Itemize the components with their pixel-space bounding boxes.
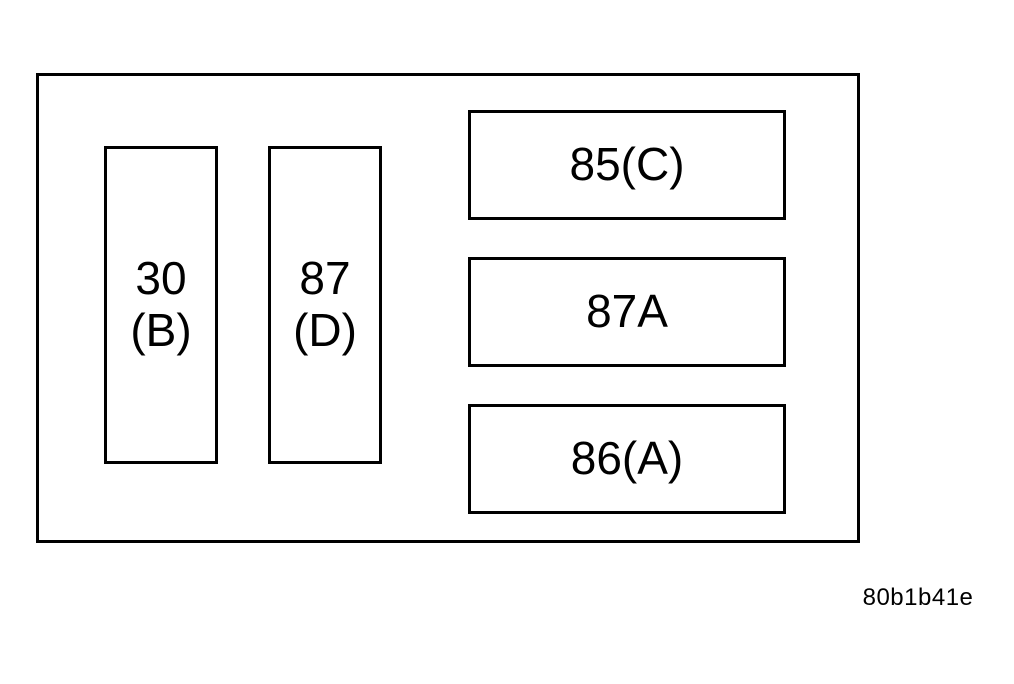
terminal-label-87a: 87A <box>586 285 668 338</box>
terminal-box-85: 85(C) <box>468 110 786 220</box>
terminal-box-87a: 87A <box>468 257 786 367</box>
terminal-box-86: 86(A) <box>468 404 786 514</box>
terminal-box-87: 87 (D) <box>268 146 382 464</box>
terminal-label-86: 86(A) <box>570 432 684 485</box>
figure-code: 80b1b41e <box>862 584 974 611</box>
terminal-label-30: 30 (B) <box>130 252 192 356</box>
terminal-box-30: 30 (B) <box>104 146 218 464</box>
terminal-label-87: 87 (D) <box>293 252 357 356</box>
terminal-label-85: 85(C) <box>569 138 685 191</box>
